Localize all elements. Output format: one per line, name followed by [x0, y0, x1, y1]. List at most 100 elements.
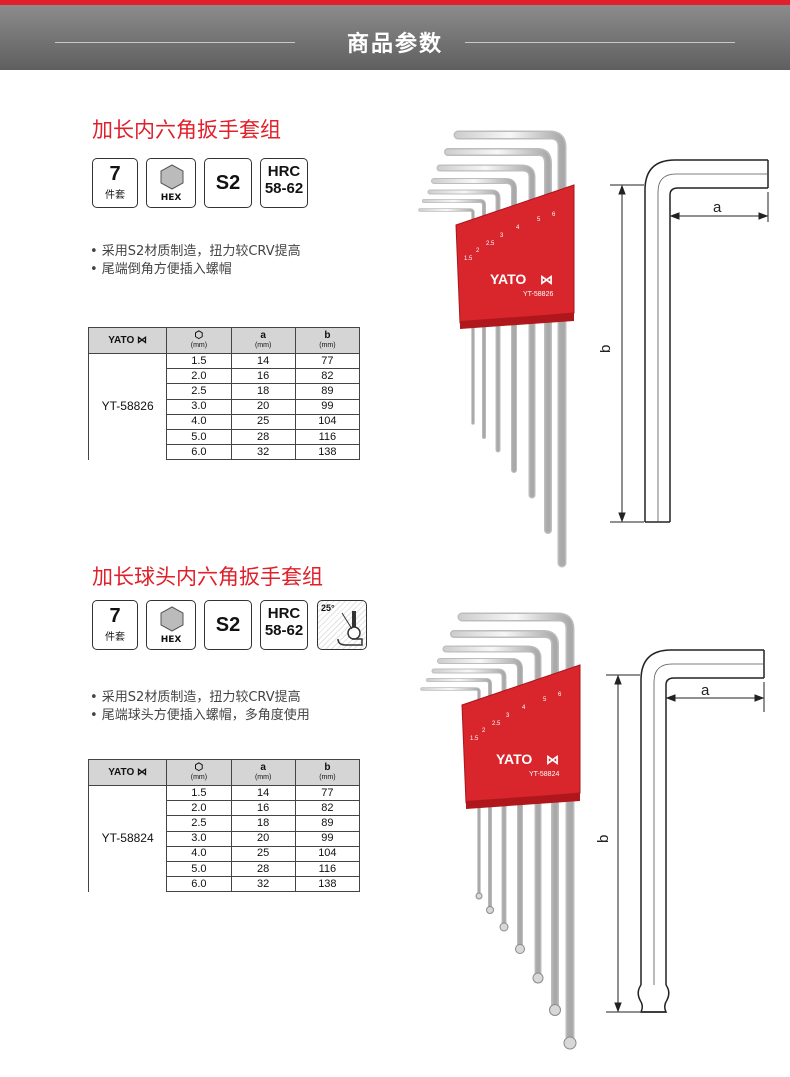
header-divider-left	[55, 42, 295, 43]
a-cell: 16	[230, 800, 296, 817]
hexagon-icon	[160, 606, 184, 632]
b-header: b(mm)	[294, 327, 361, 354]
table-row: 5.0 28 116	[89, 861, 361, 878]
svg-text:1.5: 1.5	[470, 736, 479, 742]
svg-text:b: b	[600, 345, 614, 353]
size-cell: 3.0	[166, 831, 232, 847]
size-cell: 3.0	[166, 399, 232, 415]
table-row: 3.0 20 99	[89, 399, 361, 415]
size-cell: 2.0	[166, 368, 232, 385]
svg-text:1.5: 1.5	[464, 256, 473, 262]
hrc-badge: HRC 58-62	[260, 158, 308, 208]
a-cell: 28	[230, 861, 296, 878]
material-badge: S2	[204, 600, 252, 650]
a-header: a(mm)	[230, 327, 296, 354]
holder-brand: YATO	[490, 271, 526, 287]
a-cell: 25	[230, 846, 296, 862]
size-header: ⬡(mm)	[166, 759, 232, 786]
b-cell: 138	[294, 876, 361, 893]
svg-text:3: 3	[506, 713, 510, 719]
model-number: YT-58824	[87, 784, 168, 892]
product-image-hex-key-set: 1.5 2 2.5 3 4 5 6 YATO ⋈ YT-58826	[418, 130, 575, 568]
svg-text:2: 2	[482, 728, 486, 734]
ball-end-angle-badge: 25°	[317, 600, 367, 650]
b-cell: 82	[294, 800, 361, 817]
table-row: 6.0 32 138	[89, 876, 361, 893]
a-cell: 32	[230, 444, 296, 461]
a-cell: 18	[230, 383, 296, 400]
svg-text:a: a	[701, 682, 710, 699]
b-cell: 99	[294, 831, 361, 847]
size-cell: 6.0	[166, 876, 232, 893]
size-cell: 1.5	[166, 784, 232, 802]
table-row: 2.5 18 89	[89, 815, 361, 832]
b-cell: 77	[294, 784, 361, 802]
svg-text:5: 5	[543, 697, 547, 703]
b-cell: 138	[294, 444, 361, 461]
a-cell: 18	[230, 815, 296, 832]
a-cell: 16	[230, 368, 296, 385]
feature-item: • 尾端球头方便插入螺帽，多角度使用	[90, 708, 310, 723]
size-cell: 5.0	[166, 429, 232, 446]
spec-table-1: YATO ⋈ ⬡(mm) a(mm) b(mm) YT-58826 1.5 14…	[87, 327, 361, 461]
material-badge: S2	[204, 158, 252, 208]
hex-badge: HEX	[146, 158, 196, 208]
hexagon-icon	[160, 164, 184, 190]
svg-text:⋈: ⋈	[540, 272, 553, 287]
brand-logo: YATO ⋈	[87, 327, 168, 354]
spec-table-2: YATO ⋈ ⬡(mm) a(mm) b(mm) YT-58824 1.5 14…	[87, 759, 361, 893]
table-row: YT-58826 1.5 14 77	[87, 352, 361, 460]
svg-text:⋈: ⋈	[546, 752, 559, 767]
b-cell: 104	[294, 846, 361, 862]
svg-text:6: 6	[552, 212, 556, 218]
b-cell: 116	[294, 429, 361, 446]
size-cell: 2.0	[166, 800, 232, 817]
a-cell: 32	[230, 876, 296, 893]
b-cell: 104	[294, 414, 361, 430]
b-header: b(mm)	[294, 759, 361, 786]
table-row: 4.0 25 104	[89, 846, 361, 862]
b-cell: 82	[294, 368, 361, 385]
page-title: 商品参数	[346, 32, 443, 57]
brand-logo: YATO ⋈	[87, 759, 168, 786]
size-cell: 4.0	[166, 846, 232, 862]
product-image-ball-end-key-set: 1.5 2 2.5 3 4 5 6 YATO ⋈ YT-58824	[420, 612, 581, 1050]
svg-text:3: 3	[500, 233, 504, 239]
section-2-title: 加长球头内六角扳手套组	[92, 565, 323, 589]
ball-end-icon	[337, 611, 363, 646]
size-cell: 1.5	[166, 352, 232, 370]
size-cell: 5.0	[166, 861, 232, 878]
hex-badge: HEX	[146, 600, 196, 650]
dimension-diagram-2: a b	[596, 649, 765, 1013]
hrc-badge: HRC 58-62	[260, 600, 308, 650]
size-header: ⬡(mm)	[166, 327, 232, 354]
feature-item: • 采用S2材质制造，扭力较CRV提高	[90, 690, 301, 705]
svg-text:4: 4	[522, 705, 526, 711]
table-row: 2.5 18 89	[89, 383, 361, 400]
section-2-features: • 采用S2材质制造，扭力较CRV提高 • 尾端球头方便插入螺帽，多角度使用	[90, 689, 310, 725]
b-cell: 89	[294, 383, 361, 400]
svg-text:a: a	[713, 199, 722, 216]
pieces-badge: 7 件套	[92, 600, 138, 650]
svg-text:4: 4	[516, 225, 520, 231]
table-row: 5.0 28 116	[89, 429, 361, 446]
table-row: YT-58824 1.5 14 77	[87, 784, 361, 892]
svg-text:2: 2	[476, 248, 480, 254]
model-number: YT-58826	[87, 352, 168, 460]
svg-text:5: 5	[537, 217, 541, 223]
feature-item: • 尾端倒角方便插入螺帽	[90, 262, 232, 277]
feature-item: • 采用S2材质制造，扭力较CRV提高	[90, 244, 301, 259]
size-cell: 2.5	[166, 383, 232, 400]
size-cell: 6.0	[166, 444, 232, 461]
svg-text:b: b	[596, 835, 612, 843]
table-row: 6.0 32 138	[89, 444, 361, 461]
holder-model: YT-58826	[523, 291, 553, 298]
dimension-diagram-1: a b	[600, 159, 769, 523]
pieces-badge: 7 件套	[92, 158, 138, 208]
section-1-features: • 采用S2材质制造，扭力较CRV提高 • 尾端倒角方便插入螺帽	[90, 243, 301, 279]
b-cell: 89	[294, 815, 361, 832]
a-header: a(mm)	[230, 759, 296, 786]
table-row: 2.0 16 82	[89, 800, 361, 817]
holder-model: YT-58824	[529, 771, 559, 778]
section-1-title: 加长内六角扳手套组	[92, 118, 281, 142]
